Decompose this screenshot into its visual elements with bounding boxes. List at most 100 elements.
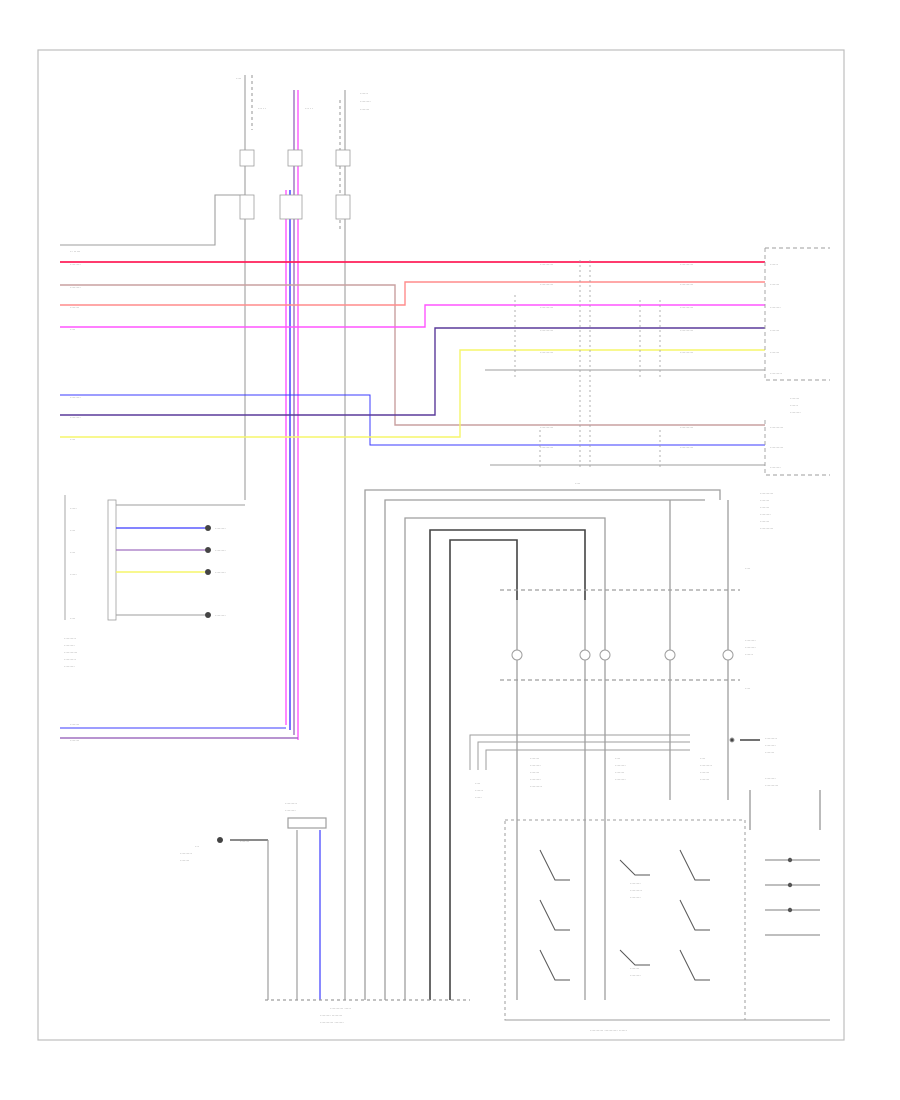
lower-left-pair: ······· ······· bbox=[60, 722, 298, 743]
svg-text:········: ········ bbox=[530, 777, 541, 782]
svg-text:·······: ······· bbox=[240, 839, 249, 844]
lower-left-connector bbox=[217, 817, 470, 1001]
svg-text:··········: ·········· bbox=[680, 328, 693, 333]
svg-text:········: ········ bbox=[615, 777, 626, 782]
svg-text:··········: ·········· bbox=[680, 350, 693, 355]
svg-text:········: ········ bbox=[215, 526, 226, 531]
svg-text:··········: ·········· bbox=[760, 526, 773, 531]
svg-text:·······: ······· bbox=[760, 505, 769, 510]
svg-text:·······: ······· bbox=[360, 107, 369, 112]
svg-text:·······: ······· bbox=[615, 770, 624, 775]
lower-left-text: ··· ········· ······· ········· ········… bbox=[180, 801, 351, 1025]
horizontal-bus bbox=[60, 261, 765, 466]
svg-text:········: ········ bbox=[770, 465, 781, 470]
svg-text:·······: ······· bbox=[760, 498, 769, 503]
svg-text:········: ········ bbox=[760, 512, 771, 517]
svg-text:····: ···· bbox=[475, 781, 480, 786]
svg-text:··········: ·········· bbox=[540, 445, 553, 450]
svg-text:··········: ·········· bbox=[540, 262, 553, 267]
svg-text:········: ········ bbox=[530, 763, 541, 768]
svg-text:·······: ······· bbox=[70, 722, 79, 727]
top-feed-wires bbox=[60, 75, 346, 860]
clockspring-text: ········ ········ ······ ···· ···· ·····… bbox=[745, 491, 773, 691]
svg-text:········: ········ bbox=[285, 808, 296, 813]
svg-text:········ ········: ········ ········ bbox=[320, 1013, 342, 1018]
right-modules bbox=[764, 247, 830, 476]
svg-text:········: ········ bbox=[70, 395, 81, 400]
svg-text:········: ········ bbox=[70, 415, 81, 420]
right-switch-text: ···· ······ ····· ······· ········ ·····… bbox=[475, 736, 778, 1033]
svg-text:·········: ········· bbox=[285, 801, 297, 806]
svg-text:·······: ······· bbox=[770, 350, 779, 355]
svg-text:········: ········ bbox=[765, 743, 776, 748]
svg-text:········: ········ bbox=[615, 763, 626, 768]
clockspring-contacts bbox=[511, 649, 734, 661]
svg-text:··· ··: ··· ·· bbox=[258, 106, 266, 111]
svg-text:·······: ······· bbox=[530, 770, 539, 775]
svg-text:········: ········ bbox=[70, 262, 81, 267]
svg-text:·········· ·········· ······: ·········· ·········· ······ bbox=[590, 1028, 627, 1033]
svg-text:········: ········ bbox=[765, 776, 776, 781]
svg-text:·······: ······· bbox=[180, 858, 189, 863]
svg-text:········: ········ bbox=[64, 664, 75, 669]
svg-text:·····: ····· bbox=[70, 572, 77, 577]
svg-text:········: ········ bbox=[215, 613, 226, 618]
svg-text:····: ···· bbox=[745, 566, 750, 571]
svg-text:········: ········ bbox=[70, 285, 81, 290]
svg-text:······: ······ bbox=[475, 788, 483, 793]
top-connectors bbox=[239, 149, 351, 220]
svg-text:····: ···· bbox=[70, 327, 75, 332]
left-module: ····· ···· ···· ····· ···· ········· ···… bbox=[64, 495, 245, 669]
svg-text:··········: ·········· bbox=[680, 425, 693, 430]
svg-text:········: ········ bbox=[790, 410, 801, 415]
svg-text:·········: ········· bbox=[700, 763, 712, 768]
svg-text:··········: ·········· bbox=[680, 305, 693, 310]
svg-text:··········: ·········· bbox=[540, 305, 553, 310]
svg-text:·········: ········· bbox=[64, 636, 76, 641]
svg-text:··········: ·········· bbox=[540, 282, 553, 287]
svg-text:······: ······ bbox=[745, 652, 753, 657]
right-module-text: ······ ······· ········ ······· ······· … bbox=[575, 262, 801, 486]
svg-text:···: ··· bbox=[195, 844, 199, 849]
svg-text:····: ···· bbox=[70, 550, 75, 555]
svg-text:·····: ····· bbox=[70, 506, 77, 511]
svg-text:·········: ········· bbox=[630, 888, 642, 893]
svg-text:·········· ·······: ·········· ······· bbox=[320, 1020, 344, 1025]
svg-text:····: ···· bbox=[700, 756, 705, 761]
svg-text:········: ········ bbox=[64, 643, 75, 648]
svg-text:··········: ·········· bbox=[680, 262, 693, 267]
switch-contacts bbox=[539, 849, 710, 981]
svg-text:··········: ·········· bbox=[64, 650, 77, 655]
svg-text:·······: ······· bbox=[700, 777, 709, 782]
svg-text:········: ········ bbox=[215, 570, 226, 575]
svg-text:·········: ········· bbox=[180, 851, 192, 856]
splice-markers bbox=[514, 260, 661, 470]
svg-text:········: ········ bbox=[770, 305, 781, 310]
svg-text:·····: ····· bbox=[475, 795, 482, 800]
right-legend bbox=[749, 790, 821, 936]
svg-text:········: ········ bbox=[745, 638, 756, 643]
svg-text:·······: ······· bbox=[530, 756, 539, 761]
svg-text:·······: ······· bbox=[770, 328, 779, 333]
svg-text:····: ···· bbox=[70, 437, 75, 442]
svg-text:·· ·····: ·· ····· bbox=[70, 249, 80, 254]
svg-text:·········: ········· bbox=[765, 736, 777, 741]
svg-text:····: ···· bbox=[615, 756, 620, 761]
svg-text:··········: ·········· bbox=[760, 491, 773, 496]
svg-text:·········· ·····: ·········· ····· bbox=[330, 1006, 351, 1011]
svg-text:······: ······ bbox=[360, 91, 368, 96]
svg-text:····: ···· bbox=[70, 616, 75, 621]
svg-text:··········: ·········· bbox=[540, 425, 553, 430]
svg-text:·······: ······· bbox=[700, 770, 709, 775]
svg-text:··········: ·········· bbox=[680, 282, 693, 287]
steering-wires bbox=[364, 489, 740, 1000]
svg-text:·······: ······· bbox=[770, 282, 779, 287]
top-connector-text: ···· ··· ·· ··· ·· ······ ········ ·····… bbox=[236, 76, 371, 112]
svg-text:·········: ········· bbox=[530, 784, 542, 789]
svg-text:····: ···· bbox=[236, 76, 241, 81]
svg-text:··· ··: ··· ·· bbox=[305, 106, 313, 111]
svg-text:····: ···· bbox=[575, 481, 580, 486]
svg-text:········: ········ bbox=[630, 973, 641, 978]
svg-text:·······: ······· bbox=[790, 396, 799, 401]
svg-text:·······: ······· bbox=[630, 966, 639, 971]
